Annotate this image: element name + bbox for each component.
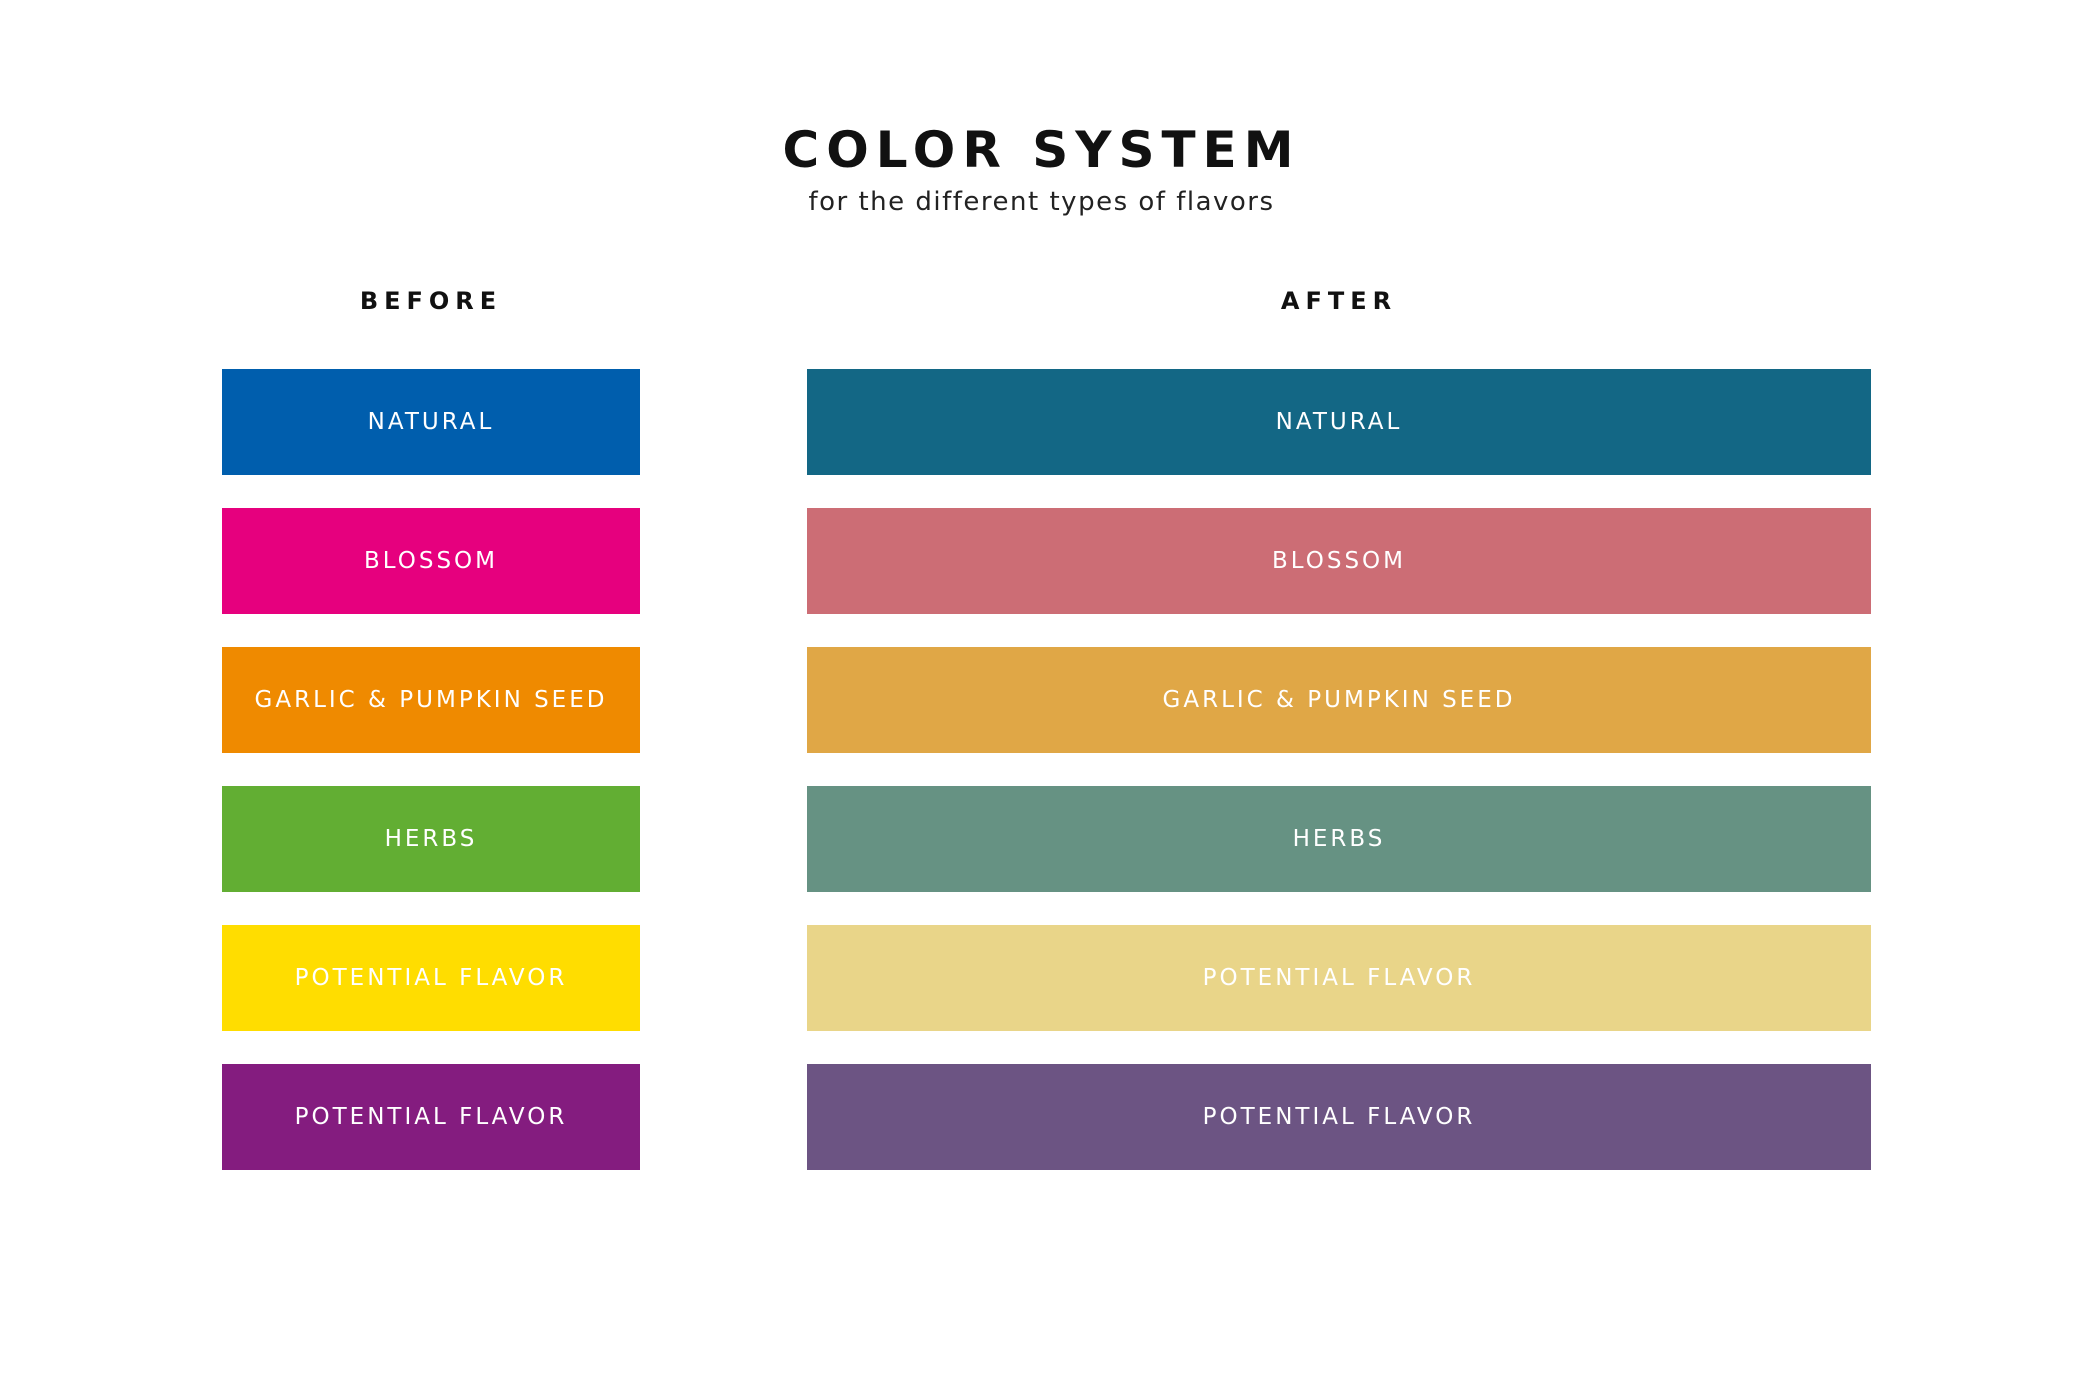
after-swatch-herbs: HERBS: [807, 786, 1871, 892]
after-swatch-blossom: BLOSSOM: [807, 508, 1871, 614]
after-swatch-potential-flavor-yellow: POTENTIAL FLAVOR: [807, 925, 1871, 1031]
after-swatch-natural: NATURAL: [807, 369, 1871, 475]
before-swatch-natural: NATURAL: [222, 369, 640, 475]
before-swatch-column: NATURAL BLOSSOM GARLIC & PUMPKIN SEED HE…: [222, 369, 640, 1170]
after-swatch-column: NATURAL BLOSSOM GARLIC & PUMPKIN SEED HE…: [807, 369, 1871, 1170]
page-title: COLOR SYSTEM: [782, 121, 1301, 179]
before-swatch-herbs: HERBS: [222, 786, 640, 892]
before-heading: BEFORE: [359, 287, 503, 315]
before-swatch-potential-flavor-yellow: POTENTIAL FLAVOR: [222, 925, 640, 1031]
page-subtitle: for the different types of flavors: [808, 187, 1275, 217]
before-swatch-blossom: BLOSSOM: [222, 508, 640, 614]
before-swatch-garlic-pumpkin-seed: GARLIC & PUMPKIN SEED: [222, 647, 640, 753]
after-heading: AFTER: [1280, 287, 1398, 315]
after-swatch-garlic-pumpkin-seed: GARLIC & PUMPKIN SEED: [807, 647, 1871, 753]
after-swatch-potential-flavor-purple: POTENTIAL FLAVOR: [807, 1064, 1871, 1170]
before-swatch-potential-flavor-purple: POTENTIAL FLAVOR: [222, 1064, 640, 1170]
